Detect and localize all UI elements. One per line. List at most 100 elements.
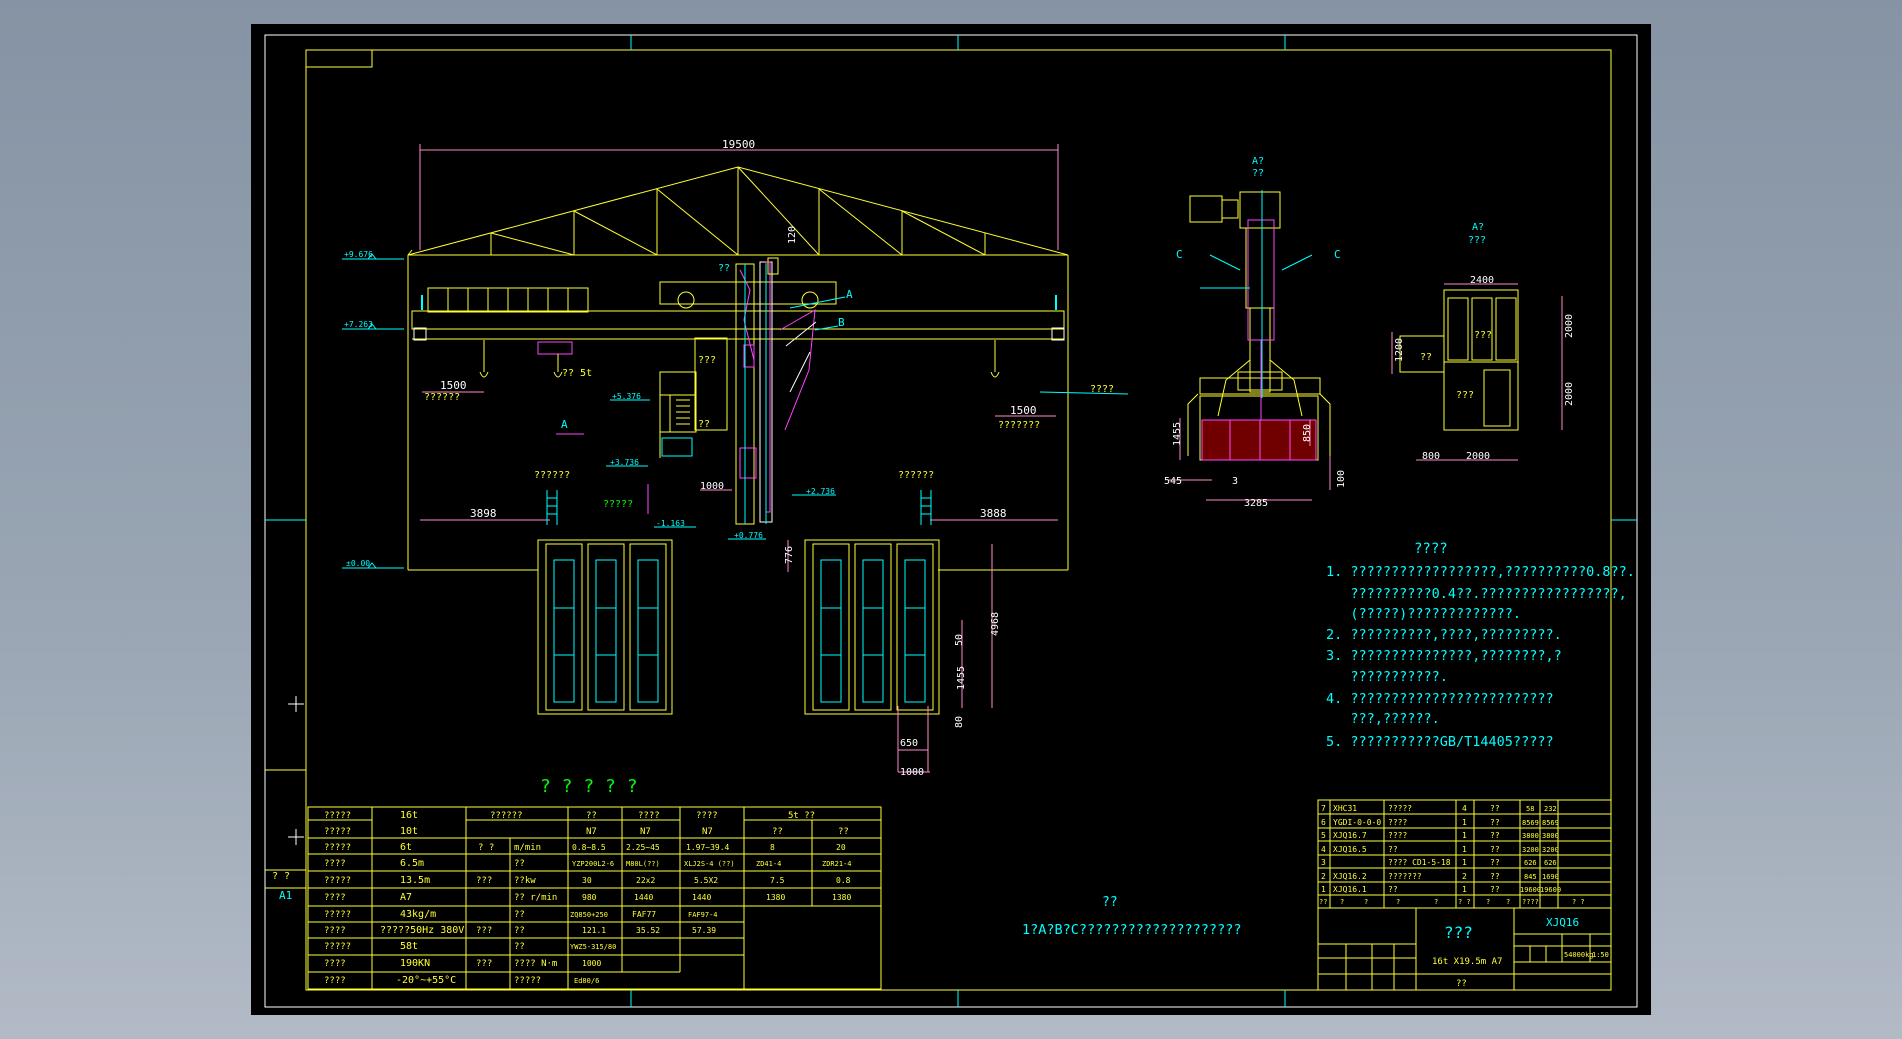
rail-dim-lines	[420, 489, 1058, 521]
mech-r7-c2: 1000	[582, 959, 601, 968]
side-view: A? ?? C C	[1164, 156, 1347, 509]
mech-r7-c1: ???? N·m	[514, 959, 557, 969]
parts-r5-c4: ??	[1490, 872, 1500, 881]
parts-h6: ?	[1486, 898, 1490, 906]
title-code: XJQ16	[1546, 916, 1579, 929]
elev-8: +0.776	[734, 531, 763, 540]
spec-r2-value: 6t	[400, 842, 412, 853]
parts-h0: ??	[1319, 898, 1327, 906]
parts-r2-c1: XJQ16.7	[1333, 831, 1367, 840]
dim-3888: 3888	[980, 507, 1007, 520]
main-title: ? ? ? ? ?	[540, 776, 638, 797]
side-dim-100: 100	[1336, 470, 1347, 488]
mech-r7-c0: ???	[476, 959, 492, 969]
room-label: ???	[698, 355, 716, 366]
mech-r5-c1: ??	[514, 926, 525, 936]
parts-r3-c6: 3200	[1542, 846, 1559, 854]
spec-r2-label: ?????	[324, 843, 351, 853]
mech-r8-c1: ?????	[514, 976, 541, 986]
span-dim-text: 19500	[722, 138, 755, 151]
side-view-subtitle: ??	[1252, 168, 1264, 179]
sub-h2: N7	[702, 827, 713, 837]
span-dimension	[419, 144, 1059, 250]
mech-r4-c3: FAF77	[632, 910, 656, 919]
spec-r7-label: ????	[324, 926, 346, 936]
spec-r10-value: -20°~+55°C	[396, 975, 456, 986]
mech-r0-c4: 1.97~39.4	[686, 843, 730, 852]
spec-r1-value: 10t	[400, 826, 418, 837]
spec-r4-label: ?????	[324, 876, 351, 886]
title-name: ???	[1444, 923, 1473, 942]
spec-r0-value: 16t	[400, 810, 418, 821]
note-line-5: 3. ???????????????,????????,?	[1326, 648, 1562, 664]
parts-r3-c3: 1	[1462, 845, 1467, 854]
mech-h4: 5t ??	[788, 811, 815, 821]
parts-r6-c3: 1	[1462, 885, 1467, 894]
spec-r8-value: 58t	[400, 941, 418, 952]
parts-r6-c1: XJQ16.1	[1333, 885, 1367, 894]
parts-r4-c0: 3	[1321, 858, 1326, 867]
mech-r6-c2: YWZ5-315/80	[570, 943, 616, 951]
parts-r0-c6: 232	[1544, 805, 1557, 813]
sub-h0: N7	[586, 827, 597, 837]
pit-left	[537, 539, 673, 715]
dim-120: 120	[787, 226, 798, 244]
mech-r5-c0: ???	[476, 926, 492, 936]
mech-r3-c1: ?? r/min	[514, 893, 557, 903]
crane-label-left: ??????	[424, 392, 460, 403]
parts-r4-c6: 626	[1544, 859, 1557, 867]
elevation-markers	[342, 253, 836, 569]
elev-7: -1.163	[656, 519, 685, 528]
parts-h2: ?	[1364, 898, 1368, 906]
mech-r3-c5: 1380	[766, 893, 785, 902]
note-line-2: ??????????0.4??.?????????????????,	[1326, 586, 1627, 602]
parts-r5-c1: XJQ16.2	[1333, 872, 1367, 881]
side-c-right: C	[1334, 248, 1341, 261]
mech-r2-c5: 7.5	[770, 876, 785, 885]
side-dim-545: 545	[1164, 476, 1182, 487]
cab-view-subtitle: ???	[1468, 235, 1486, 246]
cab-label: ??	[718, 263, 730, 274]
note-line-4: 2. ??????????,????,?????????.	[1326, 627, 1562, 643]
parts-r0-c5: 58	[1526, 805, 1534, 813]
spec-r3-value: 6.5m	[400, 858, 424, 869]
parts-r6-c5: 19600	[1520, 886, 1541, 894]
parts-r1-c5: 8569	[1522, 819, 1539, 827]
sub-h1: N7	[640, 827, 651, 837]
dim-4968: 4968	[990, 612, 1001, 636]
elev-1: +9.676	[344, 250, 373, 259]
parts-r1-c6: 8569	[1542, 819, 1559, 827]
parts-r4-c3: 1	[1462, 858, 1467, 867]
mech-r0-c5: 8	[770, 843, 775, 852]
parts-r2-c6: 3800	[1542, 832, 1559, 840]
crosshair-marks	[288, 696, 304, 845]
parts-h7: ?	[1506, 898, 1510, 906]
dim-650: 650	[900, 738, 918, 749]
parts-r3-c1: XJQ16.5	[1333, 845, 1367, 854]
crane-label-right: ???????	[998, 420, 1040, 431]
parts-h8: ????	[1522, 898, 1539, 906]
hooks	[479, 340, 1000, 378]
callout-leaders	[789, 296, 846, 331]
mech-r6-c1: ??	[514, 942, 525, 952]
cab-dim-2400: 2400	[1470, 275, 1494, 286]
leader-right	[1039, 391, 1129, 395]
parts-r5-c6: 1690	[1542, 873, 1559, 881]
elev-6: +2.736	[806, 487, 835, 496]
mech-r4-c1: ??	[514, 910, 525, 920]
parts-r0-c2: ?????	[1388, 804, 1412, 813]
spec-r8-label: ?????	[324, 942, 351, 952]
mech-r2-c6: 0.8	[836, 876, 851, 885]
notes-heading: ????	[1414, 541, 1448, 557]
pit-label-mid: ?????	[603, 499, 633, 510]
spec-r9-label: ????	[324, 959, 346, 969]
mech-r2-c4: 5.5X2	[694, 876, 718, 885]
title-bottom: ??	[1456, 979, 1467, 989]
mast-assembly	[735, 257, 817, 525]
roof-truss	[407, 166, 1069, 571]
note-line-1: 1. ??????????????????,??????????0.8??.	[1326, 564, 1635, 580]
title-spec: 16t X19.5m A7	[1432, 957, 1502, 967]
parts-r6-c2: ??	[1388, 885, 1398, 894]
spec-table: ????? 16t ????? 10t ????? 6t ???? 6.5m ?…	[307, 806, 882, 990]
